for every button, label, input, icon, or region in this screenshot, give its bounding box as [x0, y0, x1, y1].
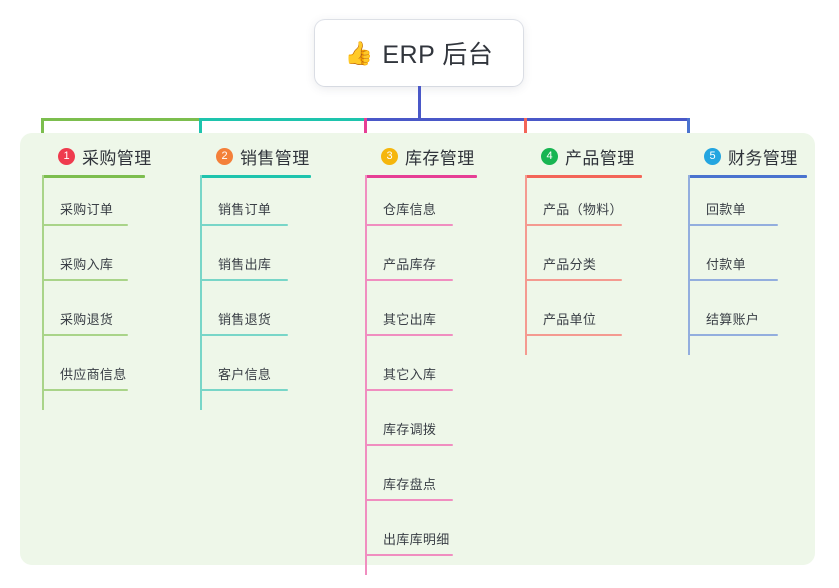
- branch-item-label: 销售订单: [218, 202, 272, 217]
- branch-item-rule: [365, 554, 453, 556]
- branch-title-5: 财务管理: [728, 148, 798, 168]
- branch-item-rule: [42, 224, 128, 226]
- branch-header-4[interactable]: 4 产品管理: [525, 144, 635, 168]
- drop-connector-1: [41, 118, 44, 145]
- bus-segment-1: [41, 118, 201, 121]
- branch-spine-4: [525, 175, 527, 355]
- root-title: ERP 后台: [382, 41, 494, 69]
- branch-item-rule: [365, 334, 453, 336]
- branch-rule-4: [525, 175, 642, 178]
- branch-item-label: 付款单: [706, 257, 746, 272]
- root-node-content: 👍 ERP 后台: [345, 35, 494, 71]
- branch-column-1: 1 采购管理采购订单采购入库采购退货供应商信息: [42, 144, 152, 410]
- branch-item-rule: [200, 334, 288, 336]
- branch-rule-2: [200, 175, 311, 178]
- branch-item-label: 产品（物料）: [543, 202, 623, 217]
- branch-item-label: 库存盘点: [383, 477, 437, 492]
- branch-item-label: 仓库信息: [383, 202, 437, 217]
- branch-spine-3: [365, 175, 367, 575]
- root-node[interactable]: 👍 ERP 后台: [315, 20, 523, 86]
- branch-panel: [20, 133, 815, 565]
- branch-item-label: 采购入库: [60, 257, 114, 272]
- branch-rule-1: [42, 175, 145, 178]
- branch-item-label: 其它入库: [383, 367, 437, 382]
- branch-item-rule: [688, 334, 778, 336]
- branch-spine-2: [200, 175, 202, 410]
- branch-item-rule: [525, 224, 622, 226]
- branch-item-label: 产品库存: [383, 257, 437, 272]
- thumbs-up-icon: 👍: [344, 39, 374, 66]
- branch-item-rule: [200, 279, 288, 281]
- branch-item-label: 产品分类: [543, 257, 597, 272]
- branch-item-rule: [365, 389, 453, 391]
- branch-badge-5: 5: [704, 147, 721, 165]
- bus-segment-2: [199, 118, 366, 121]
- branch-item-label: 其它出库: [383, 312, 437, 327]
- branch-title-3: 库存管理: [405, 148, 475, 168]
- branch-item-rule: [525, 279, 622, 281]
- drop-connector-5: [687, 118, 690, 145]
- branch-badge-2: 2: [216, 147, 233, 165]
- branch-rule-5: [688, 175, 807, 178]
- branch-spine-5: [688, 175, 690, 355]
- branch-column-4: 4 产品管理产品（物料） 产品分类产品单位: [525, 144, 642, 355]
- branch-item-label: 库存调拨: [383, 422, 437, 437]
- branch-item-label: 供应商信息: [60, 367, 127, 382]
- branch-item-label: 客户信息: [218, 367, 272, 382]
- branch-badge-3: 3: [381, 147, 398, 165]
- branch-column-2: 2 销售管理销售订单销售出库销售退货客户信息: [200, 144, 311, 410]
- branch-item-label: 回款单: [706, 202, 746, 217]
- branch-item-rule: [525, 334, 622, 336]
- branch-header-5[interactable]: 5 财务管理: [688, 144, 798, 168]
- branch-badge-1: 1: [58, 147, 75, 165]
- bus-segment-4: [524, 118, 689, 121]
- drop-connector-3: [364, 118, 367, 145]
- branch-item-rule: [365, 224, 453, 226]
- branch-column-3: 3 库存管理仓库信息产品库存其它出库其它入库库存调拨库存盘点出库库明细: [365, 144, 477, 575]
- branch-item-rule: [688, 279, 778, 281]
- branch-item-rule: [200, 389, 288, 391]
- branch-rule-3: [365, 175, 477, 178]
- branch-item-label: 采购退货: [60, 312, 114, 327]
- branch-item-rule: [365, 444, 453, 446]
- branch-column-5: 5 财务管理回款单付款单结算账户: [688, 144, 807, 355]
- branch-item-label: 销售退货: [218, 312, 272, 327]
- drop-connector-4: [524, 118, 527, 145]
- branch-item-label: 产品单位: [543, 312, 597, 327]
- branch-item-rule: [200, 224, 288, 226]
- branch-item-rule: [42, 279, 128, 281]
- branch-item-rule: [365, 279, 453, 281]
- branch-item-rule: [42, 389, 128, 391]
- branch-spine-1: [42, 175, 44, 410]
- branch-title-2: 销售管理: [240, 148, 310, 168]
- branch-badge-4: 4: [541, 147, 558, 165]
- drop-connector-2: [199, 118, 202, 145]
- bus-segment-3: [364, 118, 526, 121]
- branch-item-label: 结算账户: [706, 312, 760, 327]
- branch-item-label: 出库库明细: [383, 532, 450, 547]
- branch-header-1[interactable]: 1 采购管理: [42, 144, 152, 168]
- root-trunk-connector: [418, 86, 421, 121]
- branch-title-1: 采购管理: [82, 148, 152, 168]
- branch-item-rule: [42, 334, 128, 336]
- branch-title-4: 产品管理: [565, 148, 635, 168]
- branch-item-label: 采购订单: [60, 202, 114, 217]
- branch-item-label: 销售出库: [218, 257, 272, 272]
- branch-item-rule: [365, 499, 453, 501]
- branch-item-rule: [688, 224, 778, 226]
- branch-header-3[interactable]: 3 库存管理: [365, 144, 475, 168]
- branch-header-2[interactable]: 2 销售管理: [200, 144, 310, 168]
